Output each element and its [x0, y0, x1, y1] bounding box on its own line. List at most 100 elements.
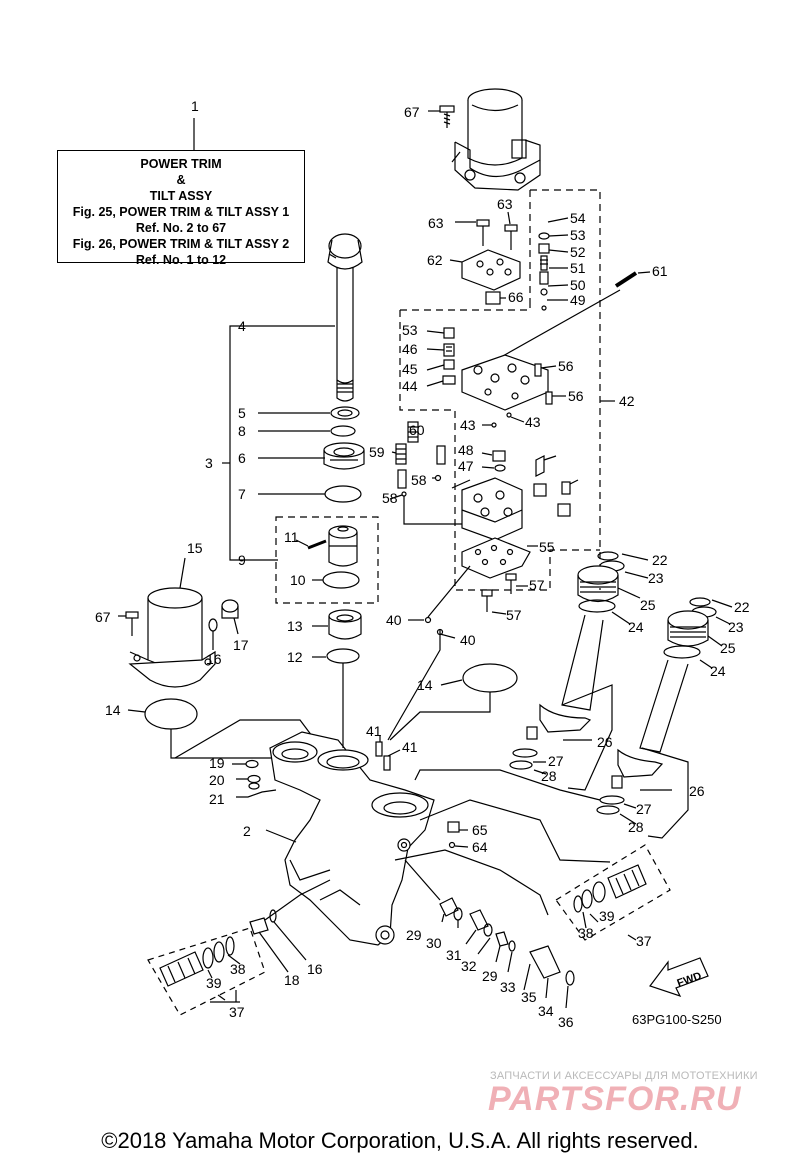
pins-41: [375, 741, 391, 771]
part-number-30: 30: [426, 935, 442, 951]
part-number-14: 14: [105, 702, 121, 718]
ref-range-25: Ref. No. 2 to 67: [135, 221, 227, 235]
part-number-28: 28: [628, 819, 644, 835]
part-number-29: 29: [482, 968, 498, 984]
gland-6: [323, 442, 365, 470]
part-number-14: 14: [417, 677, 433, 693]
ref-fig-26: Fig. 26, POWER TRIM & TILT ASSY 2: [72, 237, 290, 251]
fwd-arrow: [649, 957, 709, 998]
part-number-27: 27: [636, 801, 652, 817]
part-number-41: 41: [402, 739, 418, 755]
screw-63-right: [504, 224, 518, 250]
part-number-56: 56: [568, 388, 584, 404]
part-number-4: 4: [238, 318, 246, 334]
diagram-code: 63PG100-S250: [632, 1012, 722, 1027]
part-number-21: 21: [209, 791, 225, 807]
seal-5: [330, 406, 360, 420]
plug-17: [221, 599, 239, 619]
part-66: [485, 291, 501, 305]
part-number-37: 37: [636, 933, 652, 949]
seal-19: [245, 759, 259, 769]
part-number-51: 51: [570, 260, 586, 276]
part-number-55: 55: [539, 539, 555, 555]
part-number-17: 17: [233, 637, 249, 653]
part-number-58: 58: [411, 472, 427, 488]
part-number-48: 48: [458, 442, 474, 458]
part-number-43: 43: [460, 417, 476, 433]
parts-47-48: [492, 450, 506, 472]
trim-ram-lower: [617, 597, 717, 778]
oring-14-right: [462, 663, 518, 693]
part-number-54: 54: [570, 210, 586, 226]
oring-8: [330, 425, 356, 437]
part-number-33: 33: [500, 979, 516, 995]
part-number-60: 60: [409, 422, 425, 438]
screw-67-left: [125, 611, 139, 636]
part-number-39: 39: [599, 908, 615, 924]
cylinder-housing-2: [269, 731, 435, 946]
part-number-53: 53: [570, 227, 586, 243]
part-number-32: 32: [461, 958, 477, 974]
part-number-25: 25: [640, 597, 656, 613]
part-number-16: 16: [307, 961, 323, 977]
part-number-15: 15: [187, 540, 203, 556]
part-number-57: 57: [529, 577, 545, 593]
ref-title-1: POWER TRIM: [140, 157, 222, 171]
part-number-38: 38: [578, 925, 594, 941]
part-number-64: 64: [472, 839, 488, 855]
part-number-26: 26: [689, 783, 705, 799]
valve-37-left: [159, 909, 277, 987]
part-number-44: 44: [402, 378, 418, 394]
trim-ram-upper: [539, 551, 625, 733]
valve-block-upper: [461, 354, 549, 411]
part-number-53: 53: [402, 322, 418, 338]
parts-29-36: [439, 897, 575, 986]
oring-14-left: [144, 698, 198, 730]
part-number-56: 56: [558, 358, 574, 374]
part-number-24: 24: [710, 663, 726, 679]
part-number-35: 35: [521, 989, 537, 1005]
plate-62: [461, 249, 521, 291]
part-number-58: 58: [382, 490, 398, 506]
copyright-footer: ©2018 Yamaha Motor Corporation, U.S.A. A…: [101, 1128, 699, 1153]
part-number-63: 63: [497, 196, 513, 212]
part-number-25: 25: [720, 640, 736, 656]
part-number-22: 22: [734, 599, 750, 615]
part-number-18: 18: [284, 972, 300, 988]
part-number-34: 34: [538, 1003, 554, 1019]
part-number-52: 52: [570, 244, 586, 260]
oring-10: [322, 571, 360, 589]
part-number-24: 24: [628, 619, 644, 635]
part-number-2: 2: [243, 823, 251, 839]
parts-right-block: [533, 455, 579, 517]
oring-16: [208, 618, 218, 632]
part-number-45: 45: [402, 361, 418, 377]
part-number-7: 7: [238, 486, 246, 502]
oring-12: [326, 648, 360, 664]
parts-64-65: [447, 821, 460, 849]
part-number-6: 6: [238, 450, 246, 466]
part-number-22: 22: [652, 552, 668, 568]
parts-27-28-lower: [596, 775, 625, 815]
part-number-49: 49: [570, 292, 586, 308]
parts-44-53: [442, 327, 456, 385]
part-number-47: 47: [458, 458, 474, 474]
part-number-38: 38: [230, 961, 246, 977]
part-number-19: 19: [209, 755, 225, 771]
part-number-50: 50: [570, 277, 586, 293]
part-number-59: 59: [369, 444, 385, 460]
part-number-57: 57: [506, 607, 522, 623]
parts-58-60: [395, 421, 446, 497]
plate-55: [461, 537, 531, 579]
part-number-29: 29: [406, 927, 422, 943]
part-number-27: 27: [548, 753, 564, 769]
part-number-5: 5: [238, 405, 246, 421]
part-number-20: 20: [209, 772, 225, 788]
part-number-13: 13: [287, 618, 303, 634]
piston-9: [328, 525, 358, 567]
pins-56: [534, 363, 553, 405]
part-number-40: 40: [460, 632, 476, 648]
